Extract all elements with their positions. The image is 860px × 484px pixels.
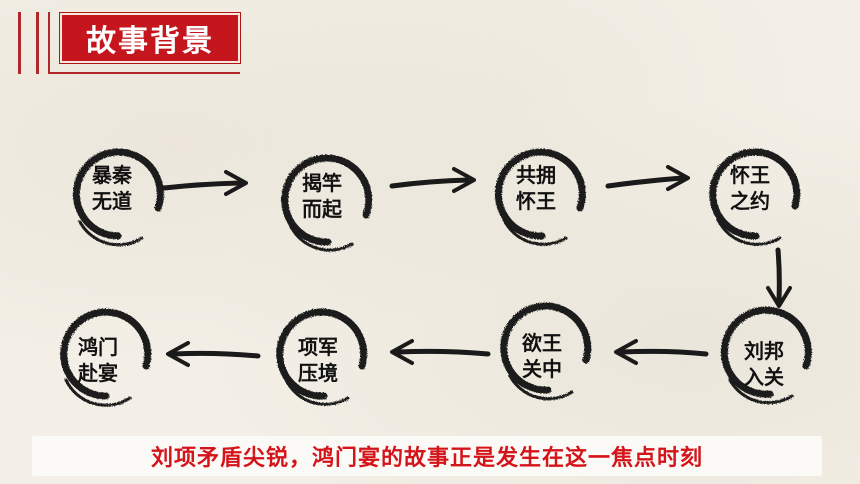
node-label-line: 共拥 (516, 163, 556, 187)
node-label-line: 而起 (302, 197, 342, 221)
conclusion-banner: 刘项矛盾尖锐，鸿门宴的故事正是发生在这一焦点时刻 (32, 436, 822, 476)
ink-circle-n4 (709, 148, 801, 246)
node-gongyong-huaiwang: 共拥 怀王 (496, 162, 576, 214)
node-jiegan-erqi: 揭竿 而起 (282, 170, 362, 222)
node-label-line: 刘邦 (744, 339, 784, 363)
node-label-line: 入关 (744, 365, 784, 389)
node-label-line: 怀王 (730, 163, 770, 187)
node-label-line: 关中 (522, 357, 562, 381)
node-label-line: 暴秦 (92, 163, 132, 187)
ink-circle-n1 (72, 148, 164, 247)
decor-line-right (48, 12, 50, 74)
ink-circle-n6 (500, 302, 592, 401)
node-label-line: 揭竿 (302, 171, 342, 195)
arrow-n1-to-n2 (161, 170, 248, 196)
title-underline (48, 72, 240, 74)
arrow-n7-to-n8 (166, 341, 261, 367)
node-label-line: 压境 (298, 361, 338, 385)
ink-circle-n2 (281, 154, 373, 252)
node-label-line: 欲王 (522, 331, 562, 355)
decor-line-left (18, 12, 21, 74)
node-label-line: 无道 (92, 189, 132, 213)
node-yuwang-guanzhong: 欲王 关中 (502, 330, 582, 382)
ink-circle-n7 (276, 308, 368, 406)
ink-circle-n8 (60, 308, 152, 407)
node-label-line: 鸿门 (78, 335, 118, 359)
node-label-line: 赴宴 (78, 361, 118, 385)
ink-circle-n5 (720, 306, 812, 405)
node-liubang-ruguan: 刘邦 入关 (724, 338, 804, 390)
node-label-line: 之约 (730, 189, 770, 213)
decor-line-middle (36, 12, 39, 74)
node-huaiwang-zhiyue: 怀王 之约 (710, 162, 790, 214)
arrow-n2-to-n3 (389, 167, 476, 193)
ink-circle-n3 (494, 148, 586, 246)
arrow-n4-to-n5 (766, 247, 792, 308)
node-hongmen-fuyan: 鸿门 赴宴 (58, 334, 138, 386)
node-label-line: 怀王 (516, 189, 556, 213)
node-xiangjun-yajing: 项军 压境 (278, 334, 358, 386)
arrow-n3-to-n4 (605, 165, 690, 191)
page-title: 故事背景 (60, 13, 240, 63)
arrow-n6-to-n7 (390, 339, 491, 365)
node-baoqin-wudao: 暴秦 无道 (72, 162, 152, 214)
arrow-n5-to-n6 (614, 339, 709, 365)
node-label-line: 项军 (298, 335, 338, 359)
